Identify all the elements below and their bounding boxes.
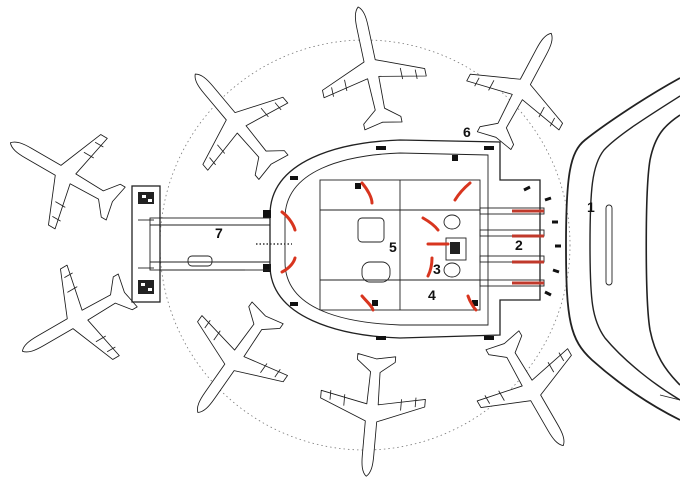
aircraft [313, 350, 430, 482]
landside-roadway [565, 77, 680, 421]
link-concourse [149, 217, 292, 271]
gate-corridors [479, 207, 545, 287]
aircraft [456, 313, 609, 473]
label-2: 2 [515, 237, 523, 253]
aircraft [154, 40, 314, 202]
label-6: 6 [463, 124, 471, 140]
label-7: 7 [215, 225, 223, 241]
landside-terminal-blocks [131, 185, 161, 303]
label-5: 5 [389, 239, 397, 255]
aircraft [0, 244, 155, 397]
aircraft [306, 0, 435, 138]
label-4: 4 [428, 287, 436, 303]
circulation-arrows [280, 181, 478, 312]
satellite-building [263, 139, 541, 339]
label-1: 1 [587, 199, 595, 215]
label-3: 3 [433, 261, 441, 277]
gate-nodes [290, 146, 494, 340]
kerb-markers [523, 185, 561, 297]
aircraft [154, 282, 311, 443]
aircraft [0, 97, 143, 250]
